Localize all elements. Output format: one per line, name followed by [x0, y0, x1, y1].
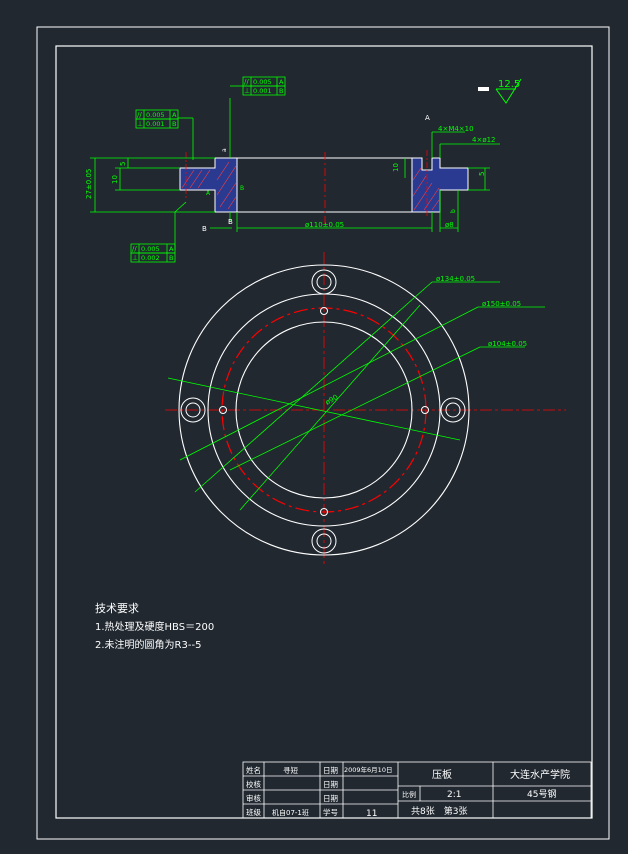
roughness-check-icon — [495, 78, 522, 104]
tb-part-name: 压板 — [432, 768, 452, 781]
tb-student-no-value: 11 — [366, 809, 377, 819]
dim-phi8: ø8 — [445, 221, 454, 229]
datum-label-b: B — [228, 218, 233, 226]
perpendicular-icon: ⊥ — [137, 120, 143, 128]
roughness-bar-icon — [478, 87, 489, 91]
tb-name-label: 姓名 — [246, 765, 261, 775]
tol-left-parallel: 0.005 — [146, 111, 165, 119]
dim-hole-dia: 4×ø12 — [472, 136, 496, 144]
outer-circle — [178, 264, 470, 556]
tb-student-no-label: 学号 — [323, 807, 338, 817]
roughness-label-left: a — [221, 148, 228, 152]
tb-scale-value: 2:1 — [447, 790, 461, 800]
tol-top-perp: 0.001 — [253, 87, 272, 95]
tol-bottom-perp-ref: B — [169, 254, 173, 262]
tb-date-value: 2009年6月10日 — [344, 765, 392, 774]
dim-bore: ø110±0.05 — [305, 221, 344, 229]
datum-symbol-b: B — [202, 225, 207, 233]
datum-label-top-a: A — [425, 114, 430, 122]
tol-top-perp-ref: B — [279, 87, 283, 95]
tolerance-frame-bottom: // ⊥ 0.005 A 0.002 B — [130, 243, 176, 263]
perpendicular-icon: ⊥ — [244, 87, 250, 95]
tb-sheets: 共8张 第3张 — [411, 805, 467, 817]
dim-height-a: 10 — [111, 175, 119, 184]
tb-review-date-label: 日期 — [323, 794, 338, 803]
section-label-b: B — [240, 185, 244, 192]
roughness-label-right: b — [450, 209, 457, 213]
tol-bottom-perp: 0.002 — [141, 254, 160, 262]
section-view: 27±0.05 10 5 ø110±0.05 4×M4×10 4×ø12 10 … — [85, 98, 500, 250]
dim-thread-holes: 4×M4×10 — [438, 125, 474, 133]
tb-check-date-label: 日期 — [323, 780, 338, 789]
dim-height-b: 5 — [119, 162, 127, 166]
outer-holes — [180, 269, 466, 554]
tb-date-label: 日期 — [323, 766, 338, 775]
parallel-icon: // — [244, 78, 249, 86]
plan-view: ø134±0.05 ø150±0.05 ø104±0.05 ø90 — [165, 252, 566, 566]
tb-review-label: 审核 — [246, 793, 261, 803]
tolerance-frame-left: // ⊥ 0.005 A 0.001 B — [135, 109, 193, 129]
outer-border — [36, 26, 610, 840]
tol-left-perp: 0.001 — [146, 120, 165, 128]
tb-name-value: 寻短 — [283, 765, 298, 775]
dim-right-height: 10 — [392, 163, 400, 172]
dim-outer-diameter: ø150±0.05 — [482, 300, 521, 308]
right-hatch — [412, 167, 440, 211]
perpendicular-icon: ⊥ — [132, 254, 138, 262]
tol-top-parallel: 0.005 — [253, 78, 272, 86]
section-dimension-lines — [90, 98, 500, 250]
tb-class-value: 机自07-1班 — [272, 808, 309, 817]
tol-left-parallel-ref: A — [172, 111, 177, 119]
roughness-symbol: 12.5 — [478, 78, 522, 104]
requirements-title: 技术要求 — [95, 602, 139, 615]
tb-scale-label: 比例 — [402, 790, 416, 799]
tol-left-perp-ref: B — [172, 120, 176, 128]
parallel-icon: // — [137, 111, 142, 119]
parallel-icon: // — [132, 245, 137, 253]
tb-school: 大连水产学院 — [510, 768, 570, 781]
roughness-value: 12.5 — [498, 79, 520, 90]
tol-bottom-parallel: 0.005 — [141, 245, 160, 253]
tb-class-label: 班级 — [246, 807, 261, 817]
dim-center: ø90 — [324, 393, 339, 407]
bore-circle — [235, 321, 413, 499]
title-block — [242, 761, 592, 819]
left-hatch — [181, 161, 237, 210]
title-block-text: 姓名 寻短 日期 2009年6月10日 压板 大连水产学院 校核 日期 比例 2… — [246, 765, 570, 819]
technical-requirements: 技术要求 1.热处理及硬度HBS＝200 2.未注明的圆角为R3--5 — [95, 602, 214, 651]
requirement-1: 1.热处理及硬度HBS＝200 — [95, 620, 214, 633]
dim-total-height: 27±0.05 — [85, 169, 93, 199]
tb-material: 45号钢 — [527, 788, 556, 800]
left-section-profile — [179, 157, 238, 213]
tol-bottom-parallel-ref: A — [169, 245, 174, 253]
datum-label-a: A — [206, 190, 211, 197]
dim-right-step: 5 — [478, 172, 486, 176]
plan-dimension-leaders — [167, 281, 545, 511]
tol-top-parallel-ref: A — [279, 78, 284, 86]
tolerance-frame-top: // ⊥ 0.005 A 0.001 B — [230, 76, 286, 96]
dim-pcd: ø134±0.05 — [436, 275, 475, 283]
dim-inner-diameter: ø104±0.05 — [488, 340, 527, 348]
requirement-2: 2.未注明的圆角为R3--5 — [95, 638, 201, 651]
small-holes — [219, 307, 429, 516]
tb-check-label: 校核 — [246, 779, 261, 789]
